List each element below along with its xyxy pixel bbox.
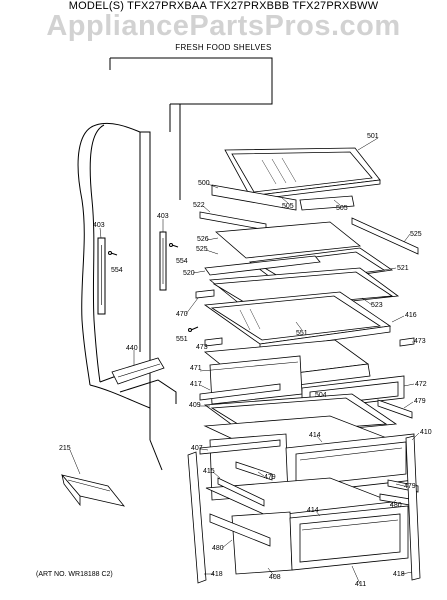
part-callout-471: 471 (190, 365, 202, 372)
part-callout-403: 403 (93, 222, 105, 229)
part-callout-415: 415 (203, 468, 215, 475)
part-callout-473: 473 (196, 344, 208, 351)
part-callout-479: 479 (404, 483, 416, 490)
part-callout-526: 526 (197, 236, 209, 243)
part-callout-416: 416 (405, 312, 417, 319)
part-callout-505: 505 (282, 203, 294, 210)
shelf-ladder-right (159, 231, 167, 291)
slide-480-left (209, 513, 271, 547)
part-callout-418: 418 (393, 571, 405, 578)
part-callout-411: 411 (355, 581, 367, 588)
part-callout-480: 480 (390, 502, 402, 509)
part-callout-525: 525 (196, 246, 208, 253)
screw-554-left (108, 251, 118, 256)
part-callout-479: 479 (414, 398, 426, 405)
part-callout-480: 480 (212, 545, 224, 552)
part-callout-554: 554 (176, 258, 188, 265)
part-callout-417: 417 (190, 381, 202, 388)
shelf-frame-500 (211, 184, 355, 211)
pan-support-step (119, 379, 177, 404)
tray-215 (60, 474, 126, 507)
part-callout-414: 414 (307, 507, 319, 514)
screw-554-right (169, 243, 179, 248)
section-title: FRESH FOOD SHELVES (175, 43, 272, 52)
trim-440 (111, 357, 165, 385)
cover-473-left (204, 337, 223, 347)
rail-525-right (351, 217, 419, 255)
frame-post-418-left (187, 451, 207, 584)
part-callout-403: 403 (157, 213, 169, 220)
part-callout-479: 479 (264, 474, 276, 481)
shelf-ladder-left (97, 237, 106, 315)
crisper-pan-lower (205, 477, 409, 575)
part-callout-473: 473 (414, 338, 426, 345)
part-callout-407: 407 (191, 445, 203, 452)
slide-479-right (377, 399, 413, 419)
part-callout-523: 523 (371, 302, 383, 309)
part-callout-408: 408 (269, 574, 281, 581)
support-470 (195, 289, 215, 299)
part-callout-472: 472 (415, 381, 427, 388)
part-callout-522: 522 (193, 202, 205, 209)
site-watermark: AppliancePartsPros.com (46, 10, 401, 42)
slide-417 (199, 383, 281, 401)
rail-415 (217, 477, 265, 507)
pan-guide-407 (199, 439, 281, 455)
part-callout-504: 504 (315, 392, 327, 399)
part-callout-554: 554 (111, 267, 123, 274)
part-callout-520: 520 (183, 270, 195, 277)
leader-lines (69, 137, 420, 585)
part-callout-525: 525 (410, 231, 422, 238)
part-callout-215: 215 (59, 445, 71, 452)
part-callout-410: 410 (420, 429, 432, 436)
shelf-416 (203, 291, 392, 351)
part-callout-440: 440 (126, 345, 138, 352)
cover-473-right (399, 337, 415, 347)
part-callout-505: 505 (336, 205, 348, 212)
rail-522 (199, 211, 267, 231)
frame-post-418-right (405, 435, 421, 581)
shelf-501 (224, 147, 381, 201)
part-callout-501: 501 (367, 133, 379, 140)
screw-551 (188, 326, 199, 332)
part-callout-500: 500 (198, 180, 210, 187)
part-callout-414: 414 (309, 432, 321, 439)
part-callout-551: 551 (176, 336, 188, 343)
part-callout-418: 418 (211, 571, 223, 578)
part-callout-409: 409 (189, 402, 201, 409)
part-callout-521: 521 (397, 265, 409, 272)
art-number: (ART NO. WR18188 C2) (36, 571, 113, 578)
cabinet-frame (109, 57, 273, 471)
part-callout-551: 551 (296, 330, 308, 337)
model-numbers: MODEL(S) TFX27PRXBAA TFX27PRXBBB TFX27PR… (68, 0, 379, 12)
part-callout-470: 470 (176, 311, 188, 318)
